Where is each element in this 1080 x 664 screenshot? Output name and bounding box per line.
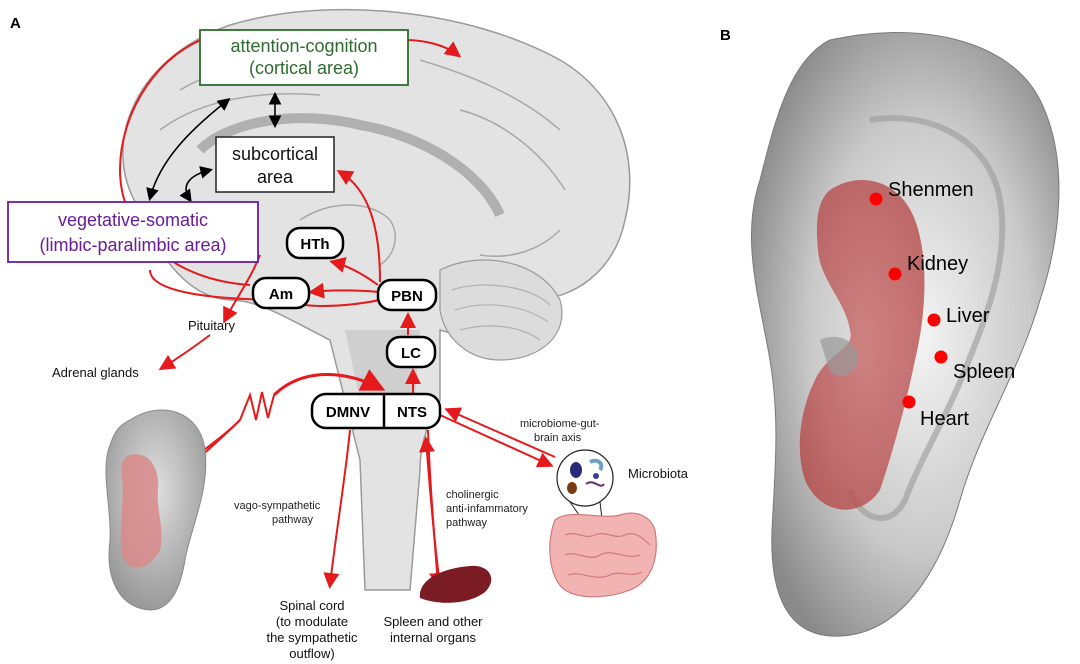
point-spleen-dot xyxy=(934,350,948,364)
limbic-cortical-arrow xyxy=(146,98,231,202)
cholinergic-line3: pathway xyxy=(446,517,487,529)
small-ear-illustration xyxy=(105,409,207,611)
spinal-line4: outflow) xyxy=(289,646,335,661)
point-heart-dot xyxy=(902,395,916,409)
limbic-area-box xyxy=(7,201,259,263)
spinal-line3: the sympathetic xyxy=(266,630,358,645)
cortical-line2: (cortical area) xyxy=(249,58,359,78)
node-am: Am xyxy=(251,276,311,310)
cortical-line1: attention-cognition xyxy=(230,36,377,56)
pituitary-label: Pituitary xyxy=(188,318,235,333)
microbiome-line2: brain axis xyxy=(534,432,582,444)
subcortical-area-box xyxy=(215,136,335,193)
limbic-line1: vegetative-somatic xyxy=(58,210,208,230)
point-kidney-label: Kidney xyxy=(907,253,968,275)
microbiota-label: Microbiota xyxy=(628,466,689,481)
point-heart-label: Heart xyxy=(920,408,969,430)
vago-line1: vago-sympathetic xyxy=(234,500,321,512)
node-dmnv-label: DMNV xyxy=(326,404,370,421)
limbic-subcortical-arrow xyxy=(179,166,214,203)
cholinergic-line2: anti-infammatory xyxy=(446,503,528,515)
spleen-line1: Spleen and other xyxy=(383,614,483,629)
point-shenmen-label: Shenmen xyxy=(888,179,974,201)
node-am-label: Am xyxy=(269,286,293,303)
spinal-line1: Spinal cord xyxy=(279,598,344,613)
node-hth: HTh xyxy=(285,226,345,260)
node-dmnv-nts: DMNV NTS xyxy=(310,392,442,430)
subcortical-line1: subcortical xyxy=(232,144,318,164)
ear-illustration xyxy=(750,32,1060,637)
intestine-illustration xyxy=(549,512,657,598)
node-lc-label: LC xyxy=(401,345,421,362)
vago-line2: pathway xyxy=(272,514,313,526)
microbiome-line1: microbiome-gut- xyxy=(520,418,600,430)
node-pbn-label: PBN xyxy=(391,288,423,305)
node-hth-label: HTh xyxy=(300,236,329,253)
point-shenmen-dot xyxy=(869,192,883,206)
spleen-illustration xyxy=(419,565,492,603)
spleen-line2: internal organs xyxy=(390,630,476,645)
limbic-line2: (limbic-paralimbic area) xyxy=(39,235,226,255)
ear-points: Shenmen Kidney Liver Spleen Heart xyxy=(869,179,1015,430)
spinal-line2: (to modulate xyxy=(276,614,348,629)
point-spleen-label: Spleen xyxy=(953,361,1015,383)
cholinergic-line1: cholinergic xyxy=(446,489,499,501)
adrenal-label: Adrenal glands xyxy=(52,365,139,380)
point-liver-label: Liver xyxy=(946,305,990,327)
node-lc: LC xyxy=(385,335,437,369)
subcortical-line2: area xyxy=(257,167,294,187)
point-kidney-dot xyxy=(888,267,902,281)
panel-a-letter: A xyxy=(10,15,21,32)
panel-b-letter: B xyxy=(720,27,731,44)
point-liver-dot xyxy=(927,313,941,327)
node-nts-label: NTS xyxy=(397,404,427,421)
node-pbn: PBN xyxy=(376,278,438,312)
cortical-area-box xyxy=(199,29,409,86)
